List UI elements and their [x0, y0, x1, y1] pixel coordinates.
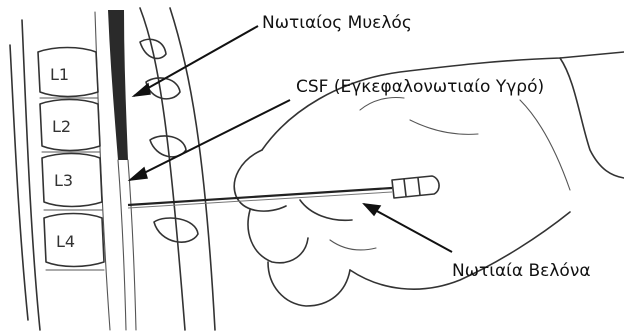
spinal-cord	[108, 10, 136, 330]
spinal-cord-label: Νωτιαίος Μυελός	[262, 13, 412, 33]
vertebra-l4: L4	[44, 214, 104, 267]
vertebra-l2: L2	[40, 100, 100, 151]
vertebra-label: L4	[56, 232, 75, 251]
vertebra-label: L2	[52, 117, 71, 136]
vertebra-label: L3	[54, 171, 73, 190]
spinal-needle-label: Νωτιαία Βελόνα	[452, 261, 591, 281]
csf-label: CSF (Εγκεφαλονωτιαίο Υγρό)	[296, 77, 544, 97]
vertebra-label: L1	[50, 65, 69, 84]
vertebra-l1: L1	[38, 48, 98, 97]
vertebra-l3: L3	[42, 154, 102, 207]
